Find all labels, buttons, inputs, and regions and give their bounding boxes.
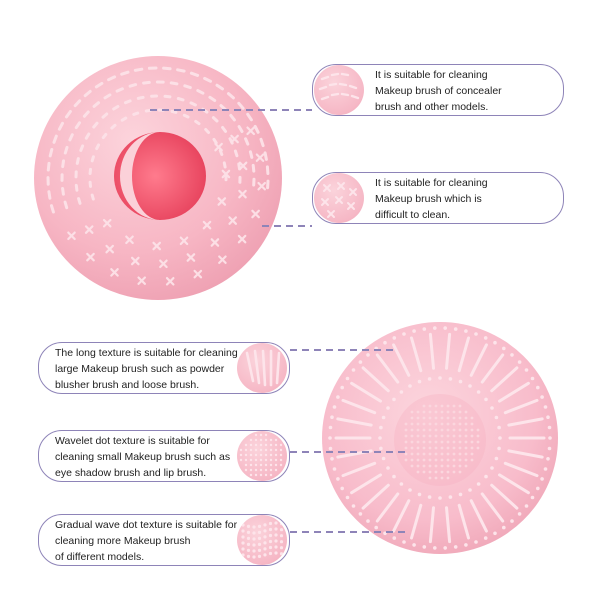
callout-text: The long texture is suitable for cleanin… (55, 347, 238, 391)
small-dot-texture-icon (237, 431, 287, 481)
callout-difficult-brush: It is suitable for cleaning Makeup brush… (312, 172, 564, 224)
wave-dot-texture-icon (237, 515, 287, 565)
callout-text: It is suitable for cleaning Makeup brush… (375, 177, 488, 221)
callout-concealer-brush: It is suitable for cleaning Makeup brush… (312, 64, 564, 116)
callout-long-texture: The long texture is suitable for cleanin… (38, 342, 290, 394)
cross-texture-icon (314, 173, 364, 223)
dash-texture-icon (314, 65, 364, 115)
top-cleaning-pad (34, 56, 282, 300)
callout-wavelet-dot: Wavelet dot texture is suitable for clea… (38, 430, 290, 482)
callout-text: It is suitable for cleaning Makeup brush… (375, 69, 502, 113)
leader-lines (150, 109, 408, 533)
callout-gradual-wave-dot: Gradual wave dot texture is suitable for… (38, 514, 290, 566)
bottom-cleaning-pad (322, 322, 558, 554)
callout-text: Wavelet dot texture is suitable for clea… (55, 435, 231, 479)
callout-text: Gradual wave dot texture is suitable for… (55, 519, 238, 563)
long-ridge-texture-icon (237, 343, 287, 393)
